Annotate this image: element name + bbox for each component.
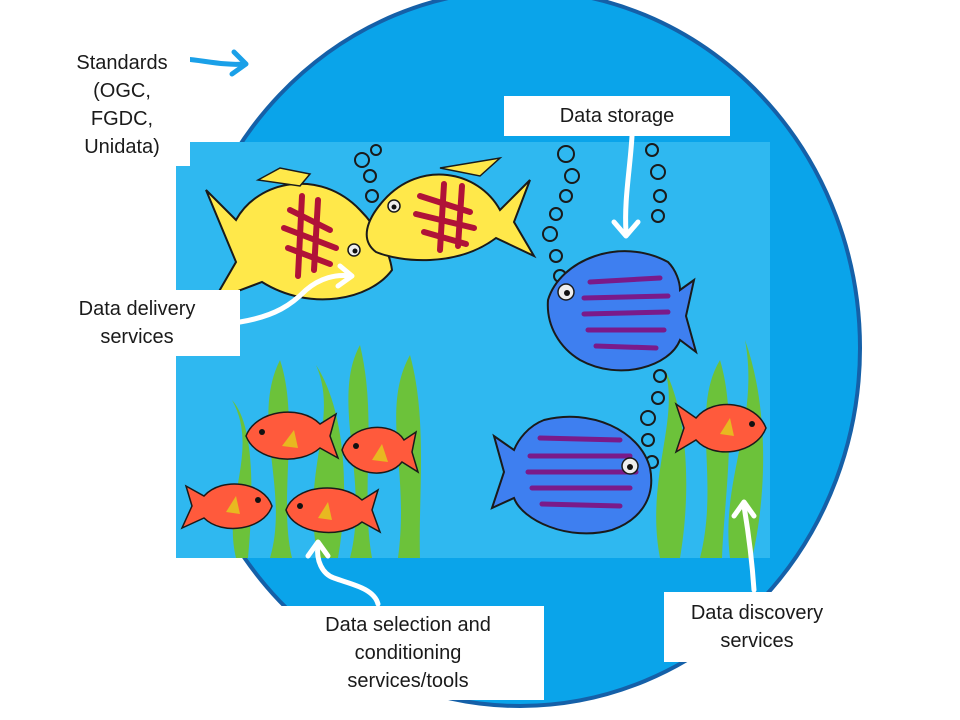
data-discovery-label: Data discovery services [664,592,850,662]
data-delivery-label: Data delivery services [34,290,240,356]
data-storage-label-text: Data storage [559,105,675,127]
red-fish-icon [341,426,420,474]
data-delivery-label-line-1: Data delivery [78,298,196,320]
data-selection-label: Data selection and conditioning services… [272,606,544,700]
data-selection-label-line-2: conditioning [354,642,462,664]
seaweed-icon [232,340,764,558]
arrow-icon [237,263,355,325]
standards-label-line-2: (OGC, [93,80,151,102]
arrow-icon [611,133,641,239]
standards-label-line-4: Unidata) [84,136,160,158]
red-fish-icon [674,402,767,454]
standards-label: Standards (OGC, FGDC, Unidata) [54,44,190,166]
data-selection-label-line-3: services/tools [347,670,469,692]
data-discovery-label-line-2: services [720,630,794,652]
yellow-fish-icon [365,156,537,262]
arrow-icon [731,499,757,593]
data-selection-label-line-1: Data selection and [325,614,491,636]
arrow-icon [305,539,381,607]
blue-fish-icon [546,250,698,372]
red-fish-icon [285,487,382,534]
red-fish-icon [180,483,273,530]
standards-label-line-1: Standards [76,52,168,74]
standards-label-line-3: FGDC, [90,108,154,130]
data-discovery-label-line-1: Data discovery [690,602,824,624]
data-delivery-label-line-2: services [100,326,174,348]
blue-fish-icon [490,415,653,535]
data-storage-label: Data storage [504,96,730,136]
red-fish-icon [245,411,340,460]
